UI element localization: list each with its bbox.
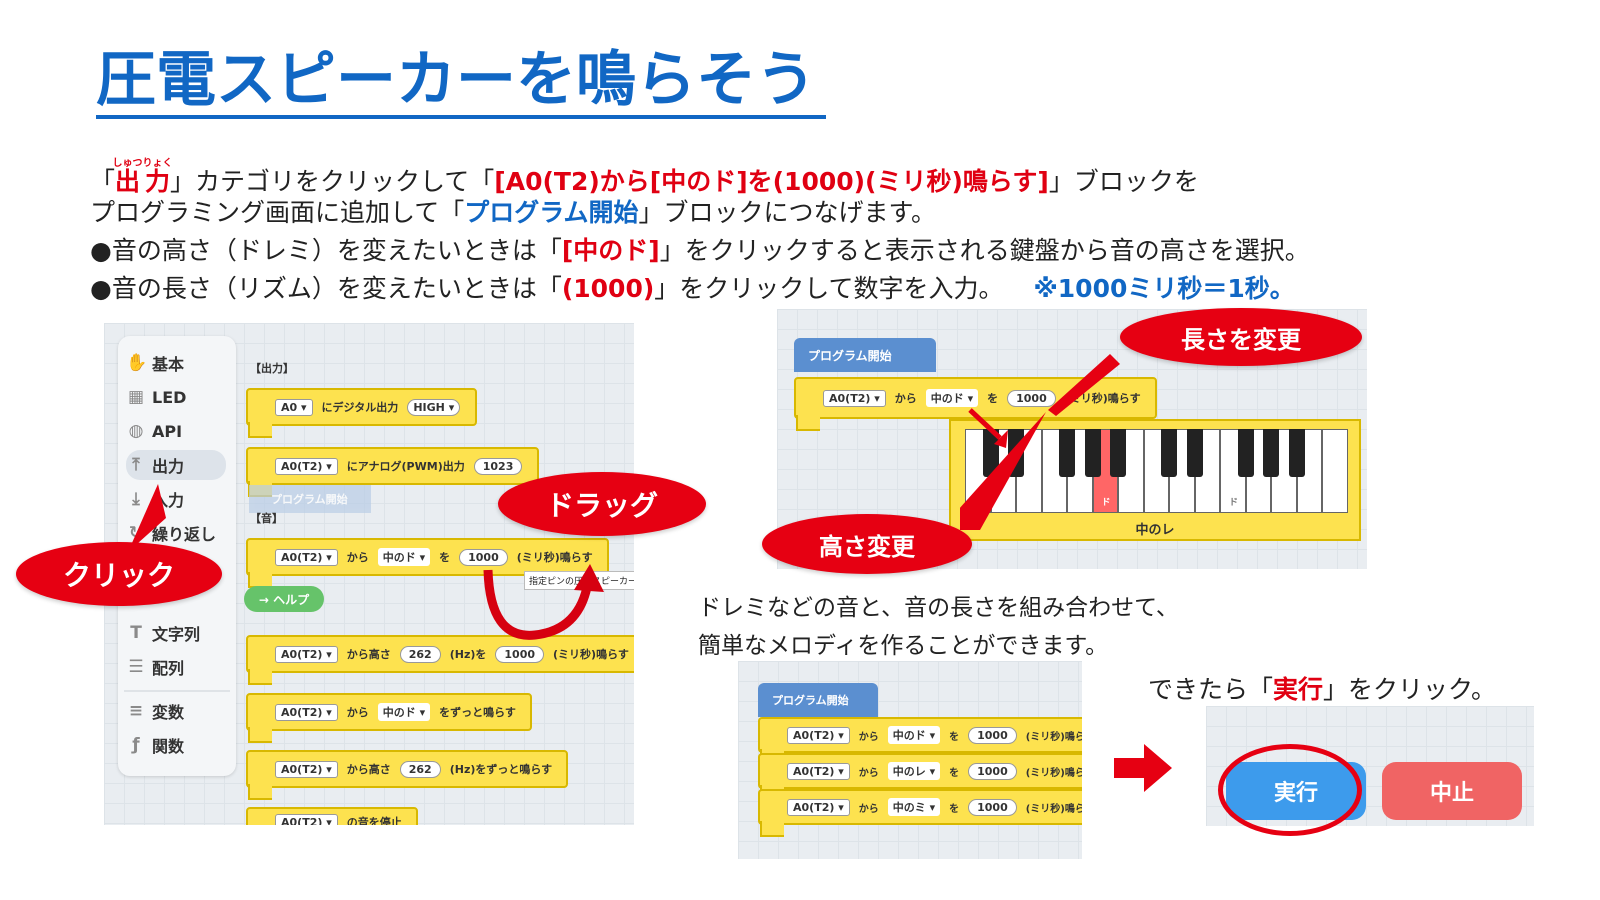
- click-bubble: クリック: [16, 542, 222, 606]
- program-row-2[interactable]: A0(T2)から中のレを1000(ミリ秒)鳴らす: [758, 753, 1082, 801]
- highlight-circle: [1218, 744, 1362, 836]
- category-name: 出力しゅつりょく: [112, 158, 173, 196]
- digital-output-block[interactable]: A0にデジタル出力HIGH: [246, 388, 478, 438]
- melody-caption: ドレミなどの音と、音の長さを組み合わせて、 簡単なメロディを作ることができます。: [698, 595, 1179, 659]
- hand-icon: ✋: [126, 353, 148, 373]
- drag-bubble: ドラッグ: [498, 472, 706, 536]
- black-key[interactable]: [1110, 429, 1126, 477]
- black-key[interactable]: [1084, 429, 1101, 477]
- duration-input: 1000: [1007, 389, 1056, 407]
- black-key[interactable]: [1263, 429, 1279, 477]
- black-key[interactable]: [1161, 429, 1177, 477]
- help-button[interactable]: → ヘルプ: [244, 586, 324, 612]
- black-key[interactable]: [1059, 429, 1075, 477]
- block-name: [A0(T2)から[中のド]を(1000)(ミリ秒)鳴らす]: [494, 167, 1049, 196]
- click-pointer-icon: [128, 484, 166, 552]
- length-change-bubble: 長さを変更: [1120, 308, 1362, 366]
- grid-icon: ▦: [127, 387, 145, 407]
- note-dropdown: 中のド: [925, 389, 979, 407]
- ghost-start-block: プログラム開始: [249, 485, 371, 513]
- sidebar-item-output[interactable]: ⤒出力: [126, 450, 226, 480]
- sidebar-item-array[interactable]: ☰配列: [126, 652, 226, 682]
- play-note-block[interactable]: A0(T2)から中のドを1000(ミリ秒)鳴らす: [246, 538, 609, 588]
- sidebar-item-variable[interactable]: ≡変数: [126, 696, 226, 726]
- pitch-change-bubble: 高さ変更: [762, 514, 972, 574]
- instruction-line-3: ●音の高さ（ドレミ）を変えたいときは「[中のド]」をクリックすると表示される鍵盤…: [90, 236, 1310, 265]
- instruction-line-1: 「出力しゅつりょく」カテゴリをクリックして「[A0(T2)から[中のド]を(10…: [90, 158, 1199, 196]
- function-icon: ƒ: [132, 735, 140, 755]
- run-prompt: できたら「実行」をクリック。: [1148, 675, 1497, 704]
- page-title: 圧電スピーカーを鳴らそう: [96, 46, 826, 119]
- download-icon: ⤓: [132, 489, 140, 509]
- black-key[interactable]: [982, 429, 999, 477]
- upload-icon: ⤒: [132, 455, 140, 475]
- section-output: 【出力】: [250, 362, 294, 375]
- play-continuous-block[interactable]: A0(T2)から中のドをずっと鳴らす: [246, 693, 532, 743]
- instruction-line-4: ●音の長さ（リズム）を変えたいときは「(1000)」をクリックして数字を入力。 …: [90, 274, 1295, 303]
- piano-popup: ドドド 中のレ: [949, 419, 1361, 541]
- globe-icon: ◍: [128, 421, 144, 441]
- program-start-block[interactable]: プログラム開始: [794, 338, 936, 372]
- next-arrow-icon: [1114, 744, 1172, 792]
- black-key[interactable]: [1288, 429, 1305, 477]
- program-row-1[interactable]: A0(T2)から中のドを1000(ミリ秒)鳴らす: [758, 717, 1082, 765]
- section-sound: 【音】: [250, 512, 283, 525]
- instruction-line-2: プログラミング画面に追加して「プログラム開始」ブロックにつなげます。: [90, 198, 937, 227]
- program-panel: プログラム開始 A0(T2)から中のドを1000(ミリ秒)鳴らす A0(T2)か…: [738, 661, 1082, 859]
- stop-sound-block[interactable]: A0(T2)の音を停止: [246, 807, 418, 825]
- current-note-label: 中のレ: [1135, 523, 1175, 538]
- black-key[interactable]: [1237, 429, 1254, 477]
- pointer-lines: [960, 354, 1120, 530]
- sidebar-item-api[interactable]: ◍API: [126, 416, 226, 446]
- black-key[interactable]: [1186, 429, 1203, 477]
- variable-icon: ≡: [128, 701, 144, 721]
- sidebar-item-basic[interactable]: ✋基本: [126, 353, 185, 374]
- white-key[interactable]: [1322, 429, 1348, 513]
- program-start-block-2[interactable]: プログラム開始: [758, 683, 878, 717]
- stop-button[interactable]: 中止: [1382, 762, 1522, 820]
- piano-keys[interactable]: ドドド: [965, 429, 1348, 513]
- program-row-3[interactable]: A0(T2)から中のミを1000(ミリ秒)鳴らす: [758, 789, 1082, 837]
- text-icon: T: [130, 623, 142, 643]
- sidebar-item-led[interactable]: ▦LED: [127, 387, 187, 407]
- drag-arrow-icon: [483, 564, 604, 640]
- list-icon: ☰: [128, 657, 144, 677]
